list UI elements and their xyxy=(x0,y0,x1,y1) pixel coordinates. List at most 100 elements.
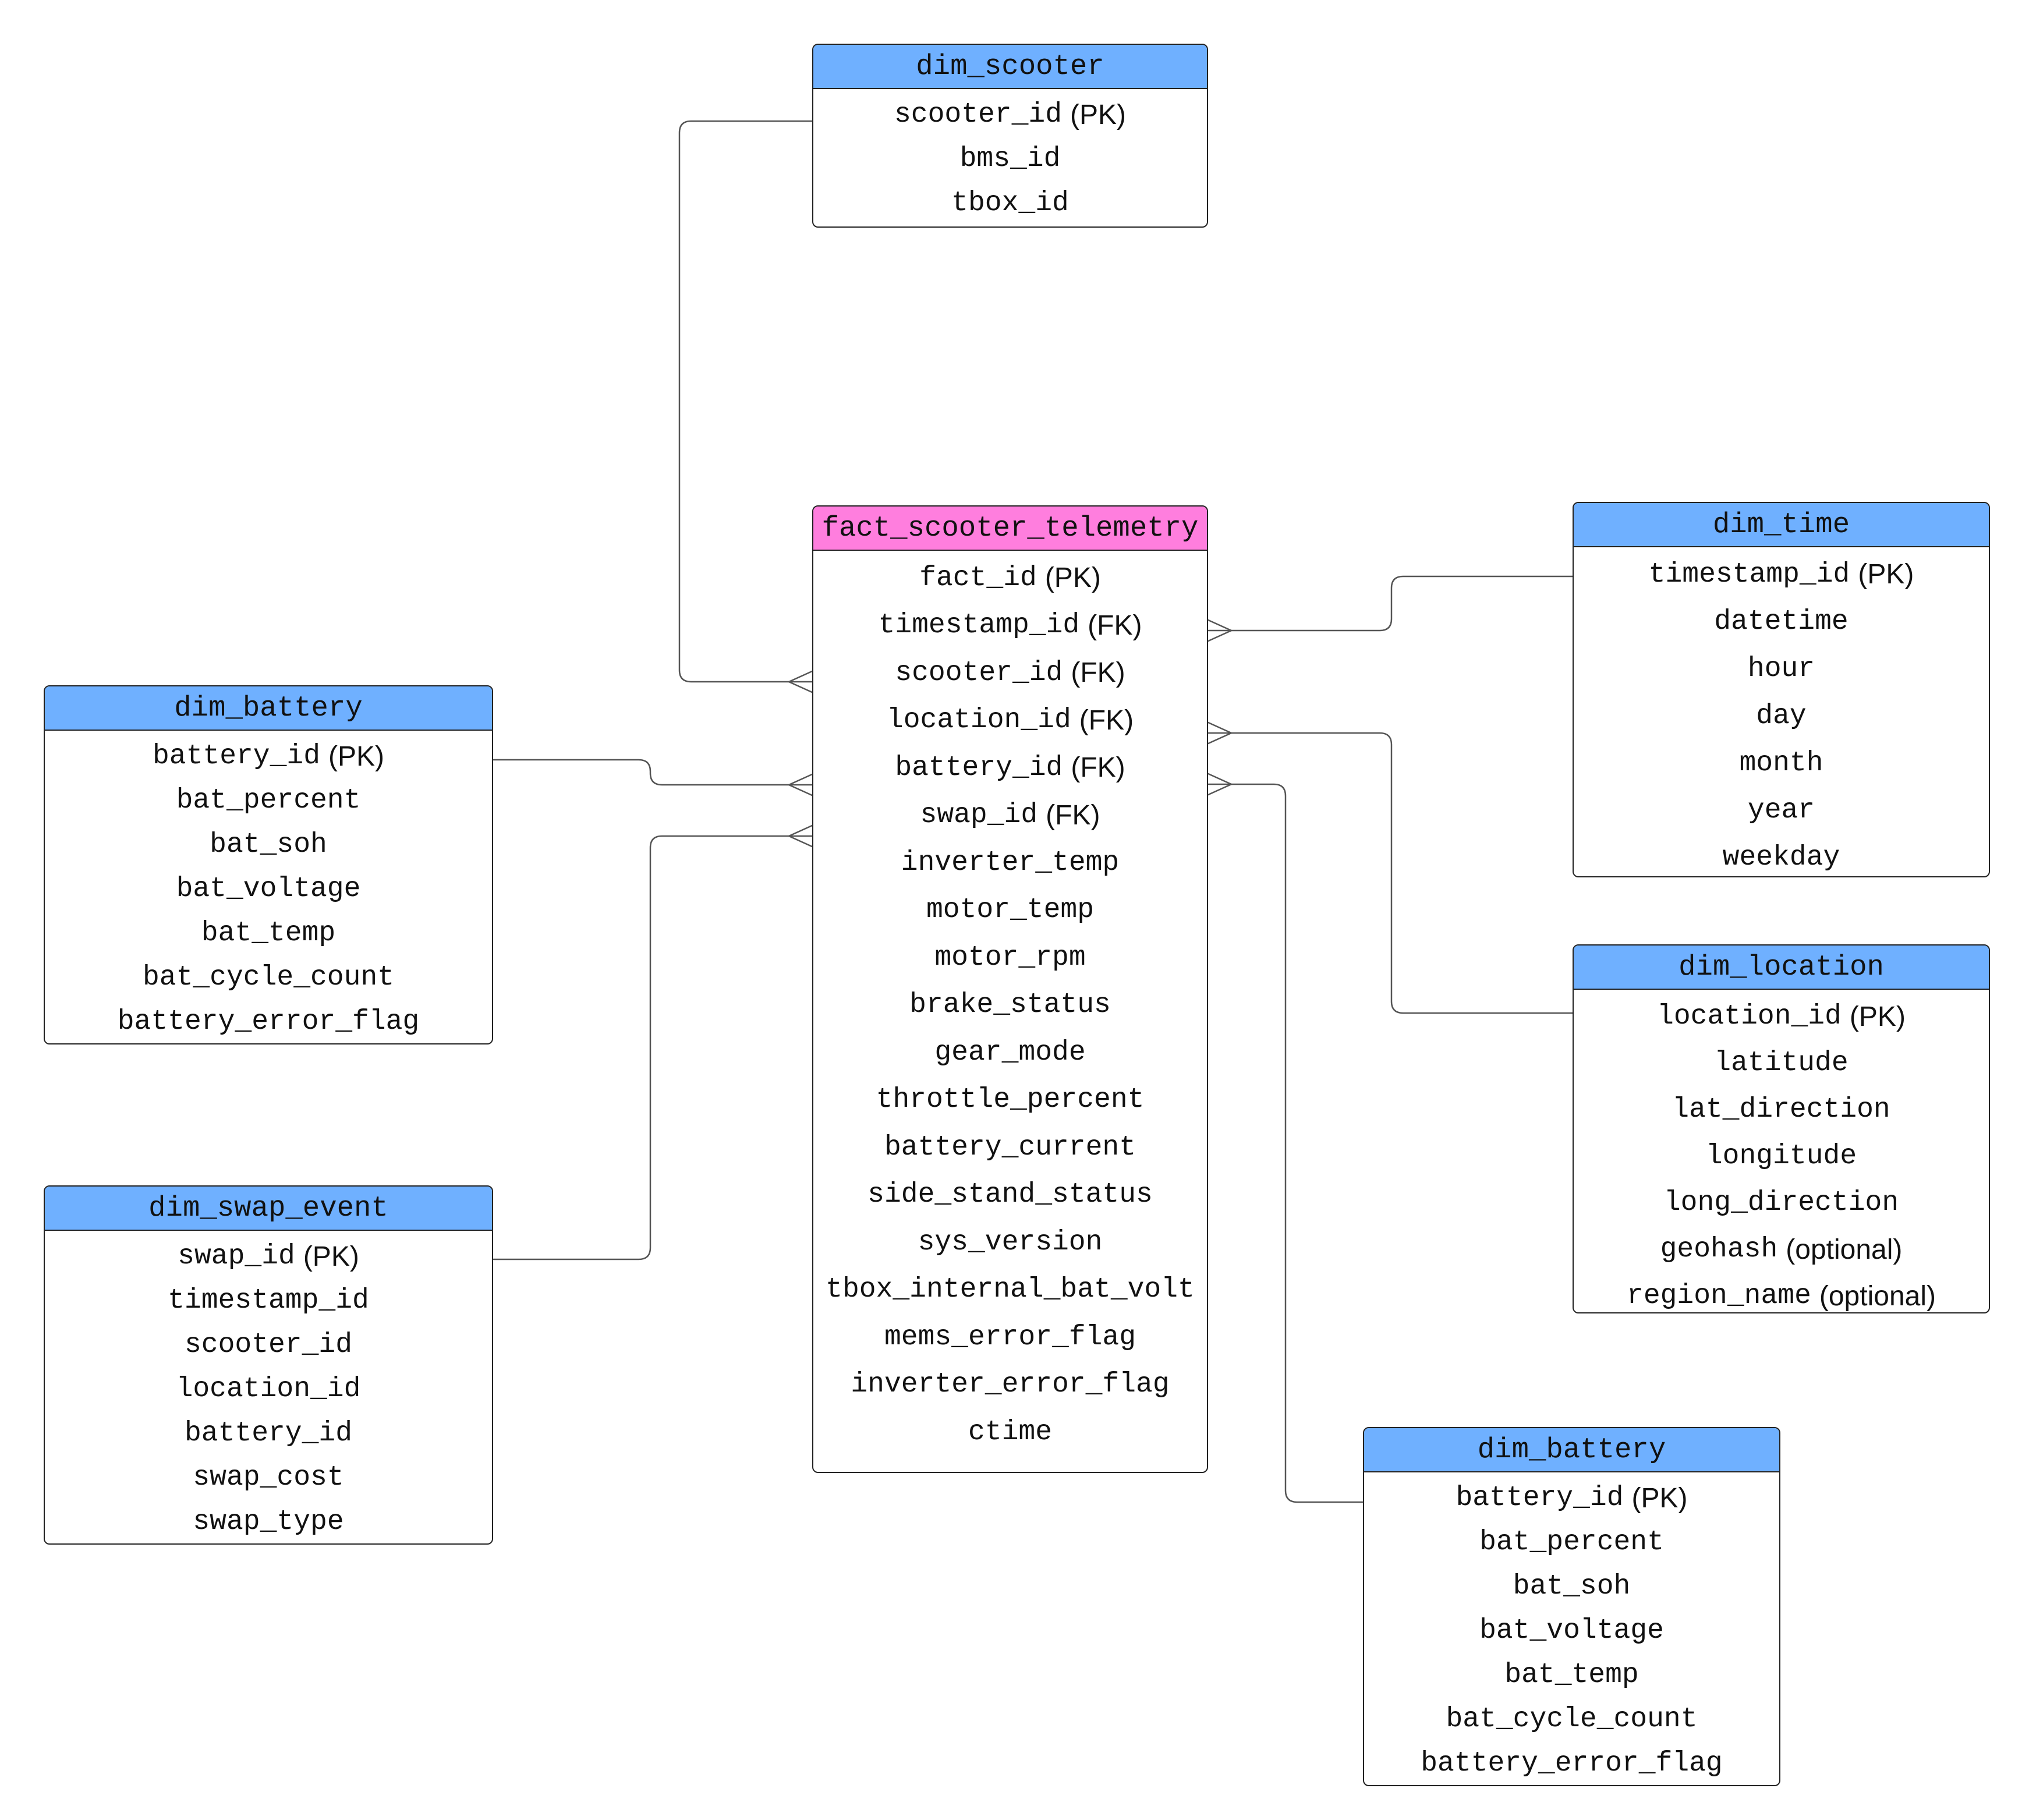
field-name: timestamp_id xyxy=(878,610,1080,642)
field-row: throttle_percent xyxy=(813,1077,1207,1124)
field-row: scooter_id(FK) xyxy=(813,649,1207,697)
field-name: fact_id xyxy=(919,562,1037,594)
field-row: battery_error_flag xyxy=(45,1000,492,1043)
field-name: hour xyxy=(1747,653,1815,685)
crowfoot-time xyxy=(1206,618,1232,643)
field-key-tag: (PK) xyxy=(303,1241,359,1272)
field-row: year xyxy=(1574,787,1989,834)
field-name: battery_current xyxy=(884,1131,1136,1163)
field-row: weekday xyxy=(1574,834,1989,876)
field-name: ctime xyxy=(968,1416,1053,1448)
field-key-tag: (PK) xyxy=(1858,559,1914,590)
field-row: timestamp_id(FK) xyxy=(813,602,1207,650)
link-location-fact xyxy=(1207,732,1573,1014)
field-row: day xyxy=(1574,692,1989,739)
field-key-tag: (optional) xyxy=(1786,1234,1903,1265)
field-row: tbox_id xyxy=(813,181,1207,225)
field-name: region_name xyxy=(1627,1280,1811,1312)
field-row: bat_voltage xyxy=(1364,1609,1779,1653)
field-row: brake_status xyxy=(813,982,1207,1029)
field-row: scooter_id(PK) xyxy=(813,93,1207,137)
field-name: lat_direction xyxy=(1672,1094,1890,1125)
field-row: inverter_temp xyxy=(813,839,1207,887)
field-name: gear_mode xyxy=(934,1036,1086,1068)
field-key-tag: (PK) xyxy=(1849,1001,1906,1032)
field-name: bat_soh xyxy=(210,829,327,861)
field-name: sys_version xyxy=(918,1226,1103,1258)
link-time-fact xyxy=(1207,575,1573,632)
field-name: bat_cycle_count xyxy=(142,962,395,993)
field-name: battery_error_flag xyxy=(1421,1748,1723,1779)
field-key-tag: (FK) xyxy=(1046,799,1100,831)
field-name: weekday xyxy=(1722,841,1840,873)
field-name: location_id xyxy=(176,1373,361,1405)
crowfoot-location xyxy=(1206,721,1232,745)
crowfoot-swap xyxy=(788,824,814,848)
field-row: fact_id(PK) xyxy=(813,554,1207,602)
field-name: throttle_percent xyxy=(876,1084,1145,1116)
field-row: bat_temp xyxy=(1364,1653,1779,1697)
field-name: bat_voltage xyxy=(176,873,361,905)
field-row: location_id xyxy=(45,1367,492,1411)
field-name: inverter_temp xyxy=(901,847,1120,879)
field-name: month xyxy=(1739,747,1823,779)
field-name: longitude xyxy=(1705,1141,1857,1172)
field-row: motor_rpm xyxy=(813,934,1207,982)
field-name: timestamp_id xyxy=(168,1285,369,1316)
field-key-tag: (PK) xyxy=(1044,562,1101,594)
field-row: gear_mode xyxy=(813,1029,1207,1077)
field-name: bat_temp xyxy=(201,918,336,949)
field-key-tag: (FK) xyxy=(1071,752,1125,784)
field-name: latitude xyxy=(1714,1047,1849,1079)
field-name: datetime xyxy=(1714,606,1849,638)
field-key-tag: (optional) xyxy=(1819,1280,1936,1312)
crowfoot-battery-right xyxy=(1206,772,1232,796)
field-name: inverter_error_flag xyxy=(851,1369,1170,1401)
field-row: motor_temp xyxy=(813,887,1207,934)
field-row: battery_current xyxy=(813,1124,1207,1171)
field-key-tag: (FK) xyxy=(1071,657,1125,689)
field-name: tbox_id xyxy=(951,187,1069,219)
field-row: swap_id(PK) xyxy=(45,1234,492,1279)
field-row: ctime xyxy=(813,1408,1207,1456)
table-title: fact_scooter_telemetry xyxy=(813,507,1207,551)
field-row: long_direction xyxy=(1574,1180,1989,1226)
field-name: tbox_internal_bat_volt xyxy=(826,1274,1195,1306)
field-name: swap_type xyxy=(193,1506,344,1538)
field-name: battery_id xyxy=(1456,1482,1624,1514)
table-title: dim_scooter xyxy=(813,45,1207,89)
field-row: bms_id xyxy=(813,137,1207,181)
crowfoot-battery-left xyxy=(788,773,814,797)
field-name: battery_id xyxy=(184,1418,353,1449)
field-name: bat_percent xyxy=(1479,1527,1664,1558)
field-row: swap_cost xyxy=(45,1456,492,1500)
field-name: bms_id xyxy=(959,143,1061,175)
field-row: geohash(optional) xyxy=(1574,1226,1989,1273)
field-name: long_direction xyxy=(1663,1187,1899,1219)
field-row: battery_error_flag xyxy=(1364,1741,1779,1785)
field-row: swap_type xyxy=(45,1500,492,1543)
field-row: mems_error_flag xyxy=(813,1313,1207,1361)
field-key-tag: (PK) xyxy=(328,741,385,772)
field-name: location_id xyxy=(886,704,1071,737)
table-title: dim_battery xyxy=(1364,1428,1779,1472)
field-key-tag: (FK) xyxy=(1079,704,1134,736)
field-row: bat_percent xyxy=(45,778,492,823)
field-key-tag: (PK) xyxy=(1070,99,1127,130)
field-name: bat_voltage xyxy=(1479,1615,1664,1647)
field-row: battery_id(FK) xyxy=(813,744,1207,792)
field-name: side_stand_status xyxy=(867,1179,1153,1211)
field-name: motor_temp xyxy=(926,894,1095,926)
field-name: battery_id xyxy=(152,741,321,772)
field-row: tbox_internal_bat_volt xyxy=(813,1266,1207,1314)
field-name: year xyxy=(1747,794,1815,826)
link-swap-fact xyxy=(493,835,813,1260)
field-row: hour xyxy=(1574,645,1989,692)
